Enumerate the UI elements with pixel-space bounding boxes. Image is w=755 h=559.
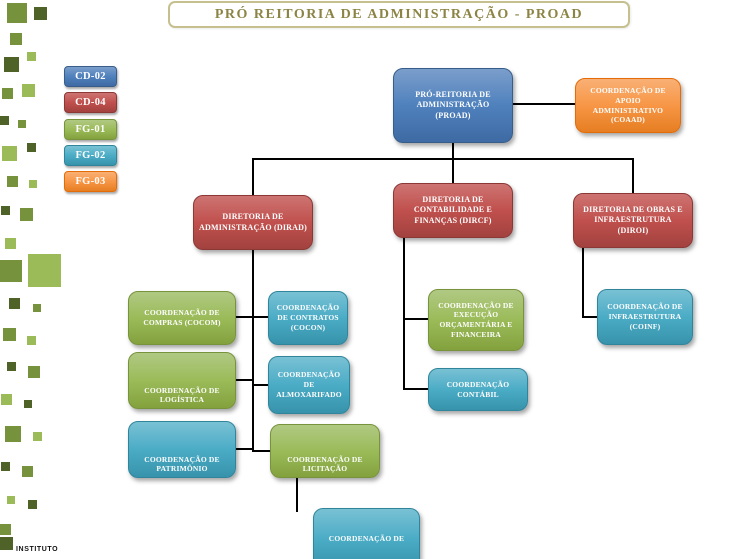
- deco-square: [7, 3, 27, 23]
- deco-square: [28, 366, 40, 378]
- deco-square: [7, 362, 16, 371]
- deco-square: [5, 238, 16, 249]
- org-node-dircf: DIRETORIA DE CONTABILIDADE E FINANÇAS (D…: [393, 183, 513, 238]
- legend-item-fg01: FG-01: [64, 119, 117, 140]
- connector-line: [254, 450, 270, 452]
- connector-line: [254, 384, 268, 386]
- deco-square: [20, 208, 33, 221]
- connector-line: [296, 478, 298, 512]
- page-title: PRÓ REITORIA DE ADMINISTRAÇÃO - PROAD: [214, 6, 584, 22]
- deco-square: [0, 116, 9, 125]
- org-node-proad: PRÓ-REITORIA DE ADMINISTRAÇÃO (PROAD): [393, 68, 513, 143]
- legend-item-cd02: CD-02: [64, 66, 117, 87]
- connector-line: [236, 316, 252, 318]
- deco-square: [22, 84, 35, 97]
- deco-square: [4, 57, 19, 72]
- connector-line: [236, 379, 252, 381]
- org-node-cocom: COORDENAÇÃO DE COMPRAS (COCOM): [128, 291, 236, 345]
- deco-square: [7, 176, 18, 187]
- connector-line: [254, 316, 268, 318]
- deco-square: [0, 537, 13, 550]
- deco-square: [27, 143, 36, 152]
- org-node-dirad: DIRETORIA DE ADMINISTRAÇÃO (DIRAD): [193, 195, 313, 250]
- deco-square: [24, 400, 32, 408]
- deco-square: [27, 52, 36, 61]
- deco-square: [2, 88, 13, 99]
- connector-line: [403, 318, 428, 320]
- org-node-coexec: COORDENAÇÃO DE EXECUÇÃO ORÇAMENTÁRIA E F…: [428, 289, 524, 351]
- deco-square: [18, 120, 26, 128]
- org-node-cocont: COORDENAÇÃO CONTÁBIL: [428, 368, 528, 411]
- org-node-colic: COORDENAÇÃO DE LICITAÇÃO: [270, 424, 380, 478]
- legend-item-fg03: FG-03: [64, 171, 117, 192]
- org-node-colog: COORDENAÇÃO DE LOGÍSTICA: [128, 352, 236, 409]
- deco-square: [27, 336, 36, 345]
- connector-line: [252, 250, 254, 452]
- org-node-coinf: COORDENAÇÃO DE INFRAESTRUTURA (COINF): [597, 289, 693, 345]
- org-node-coalm: COORDENAÇÃO DE ALMOXARIFADO: [268, 356, 350, 414]
- deco-square: [33, 432, 42, 441]
- org-node-copat: COORDENAÇÃO DE PATRIMÔNIO: [128, 421, 236, 478]
- deco-square: [5, 426, 21, 442]
- deco-square: [1, 394, 12, 405]
- connector-line: [236, 448, 252, 450]
- legend-item-fg02: FG-02: [64, 145, 117, 166]
- chart-title-box: PRÓ REITORIA DE ADMINISTRAÇÃO - PROAD: [168, 1, 630, 28]
- deco-square: [34, 7, 47, 20]
- connector-line: [513, 103, 575, 105]
- deco-square: [0, 260, 22, 282]
- deco-square: [22, 466, 33, 477]
- deco-square: [9, 298, 20, 309]
- org-node-cocon: COORDENAÇÃO DE CONTRATOS (COCON): [268, 291, 348, 345]
- deco-square: [1, 206, 10, 215]
- deco-square: [33, 304, 41, 312]
- connector-line: [582, 316, 597, 318]
- deco-square: [29, 180, 37, 188]
- deco-square: [0, 524, 11, 535]
- deco-square: [3, 328, 16, 341]
- connector-line: [252, 158, 634, 160]
- deco-square: [10, 33, 22, 45]
- deco-square: [2, 146, 17, 161]
- connector-line: [452, 143, 454, 183]
- org-node-diroi: DIRETORIA DE OBRAS E INFRAESTRUTURA (DIR…: [573, 193, 693, 248]
- org-node-coaad: COORDENAÇÃO DE APOIO ADMINISTRATIVO (COA…: [575, 78, 681, 133]
- deco-square: [1, 462, 10, 471]
- connector-line: [403, 238, 405, 390]
- legend-item-cd04: CD-04: [64, 92, 117, 113]
- deco-square: [28, 500, 37, 509]
- deco-square: [28, 254, 61, 287]
- deco-square: [7, 496, 15, 504]
- institute-logo-text: INSTITUTO: [16, 546, 59, 553]
- connector-line: [582, 248, 584, 318]
- connector-line: [252, 158, 254, 195]
- org-node-cobottom: COORDENAÇÃO DE: [313, 508, 420, 559]
- connector-line: [632, 158, 634, 193]
- connector-line: [403, 388, 428, 390]
